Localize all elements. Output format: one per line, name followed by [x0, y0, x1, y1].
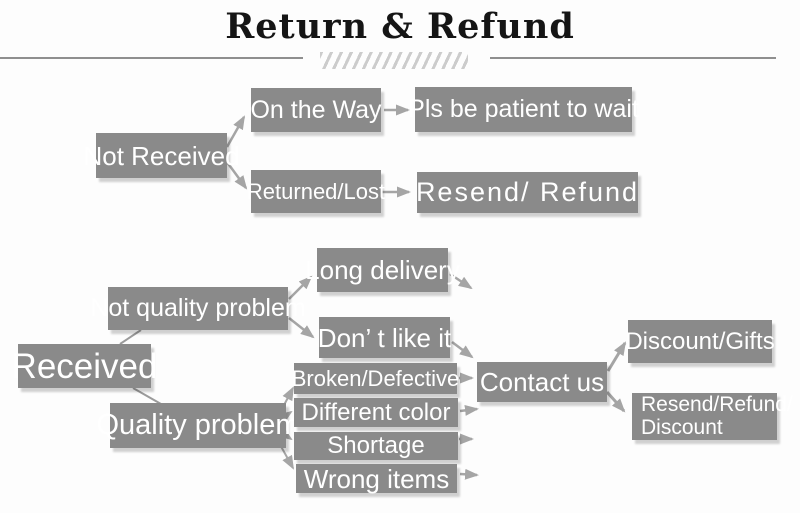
page-title: Return & Refund [225, 6, 575, 47]
node-dont-like-it: Don’ t like it [318, 317, 451, 358]
node-contact-us: Contact us [477, 362, 607, 402]
node-long-delivery: Long delivery [305, 248, 460, 292]
title-divider-right [490, 57, 776, 59]
node-resend-refund-discount-line1: Resend/Refund/ [641, 392, 793, 416]
node-shortage: Shortage [294, 432, 458, 460]
node-on-the-way: On the Way [250, 88, 382, 132]
node-pls-be-patient: Pls be patient to wait [408, 87, 639, 132]
node-resend-refund: Resend/ Refund [416, 172, 638, 213]
node-wrong-items: Wrong items [296, 464, 457, 493]
node-broken-defective: Broken/Defective [292, 363, 459, 394]
title-divider-left [0, 57, 303, 59]
hatch-decoration [320, 52, 468, 69]
node-received: Received [12, 344, 157, 388]
node-resend-refund-discount: Resend/Refund/ Discount [632, 393, 793, 440]
node-not-received: Not Received [83, 133, 240, 178]
node-quality-problem: Quality problem [96, 403, 300, 448]
node-resend-refund-discount-line2: Discount [641, 415, 723, 439]
node-discount-gifts: Discount/Gifts [625, 320, 775, 363]
node-different-color: Different color [294, 398, 458, 427]
node-not-quality-problem: Not quality problem [90, 287, 306, 330]
node-returned-lost: Returned/Lost [247, 170, 385, 213]
